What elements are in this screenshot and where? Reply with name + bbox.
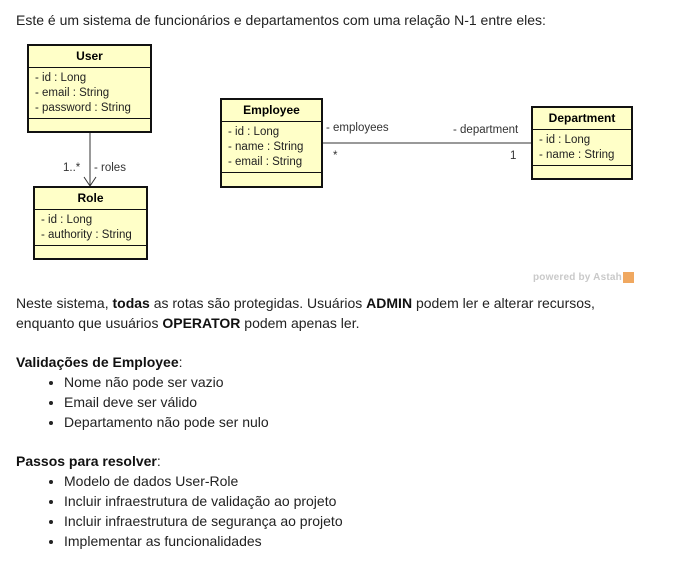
employees-role-label: - employees xyxy=(326,122,389,134)
paragraph-bold-operator: OPERATOR xyxy=(162,315,241,331)
steps-heading-text: Passos para resolver xyxy=(16,453,157,469)
intro-text: Este é um sistema de funcionários e depa… xyxy=(16,12,546,28)
validations-list: Nome não pode ser vazio Email deve ser v… xyxy=(16,372,656,432)
class-employee-attributes: - id : Long - name : String - email : St… xyxy=(222,122,321,173)
class-employee: Employee - id : Long - name : String - e… xyxy=(220,98,323,188)
validations-heading: Validações de Employee: xyxy=(16,352,656,372)
list-item: Implementar as funcionalidades xyxy=(64,531,656,551)
paragraph-text-4: podem apenas ler. xyxy=(240,315,360,331)
validations-heading-colon: : xyxy=(178,354,183,370)
class-role-operations xyxy=(35,246,146,254)
validations-heading-text: Validações de Employee xyxy=(16,354,179,370)
role-attr-authority: - authority : String xyxy=(41,229,132,241)
access-paragraph: Neste sistema, todas as rotas são proteg… xyxy=(16,293,656,333)
department-attr-name: - name : String xyxy=(539,149,615,161)
steps-heading-colon: : xyxy=(156,453,161,469)
steps-list: Modelo de dados User-Role Incluir infrae… xyxy=(16,471,656,551)
class-role: Role - id : Long - authority : String xyxy=(33,186,148,260)
user-attr-password: - password : String xyxy=(35,102,131,114)
class-department-operations xyxy=(533,166,631,174)
user-role-multiplicity: 1..* xyxy=(63,162,81,174)
class-user-operations xyxy=(29,119,150,127)
astah-watermark: powered by Astah xyxy=(533,272,634,283)
department-attr-id: - id : Long xyxy=(539,134,591,146)
class-employee-operations xyxy=(222,173,321,181)
list-item: Modelo de dados User-Role xyxy=(64,471,656,491)
class-user-name: User xyxy=(29,46,150,68)
paragraph-text-3: podem ler e alterar recursos, enquanto q… xyxy=(16,295,595,331)
uml-diagram: User - id : Long - email : String - pass… xyxy=(27,44,634,283)
employee-attr-id: - id : Long xyxy=(228,126,280,138)
role-attr-id: - id : Long xyxy=(41,214,93,226)
list-item: Incluir infraestrutura de segurança ao p… xyxy=(64,511,656,531)
class-employee-name: Employee xyxy=(222,100,321,122)
list-item: Nome não pode ser vazio xyxy=(64,372,656,392)
steps-heading: Passos para resolver: xyxy=(16,451,656,471)
employees-multiplicity: * xyxy=(333,150,338,162)
user-role-label: - roles xyxy=(94,162,126,174)
class-department: Department - id : Long - name : String xyxy=(531,106,633,180)
class-role-name: Role xyxy=(35,188,146,210)
class-user-attributes: - id : Long - email : String - password … xyxy=(29,68,150,119)
department-multiplicity: 1 xyxy=(510,150,517,162)
class-department-name: Department xyxy=(533,108,631,130)
class-department-attributes: - id : Long - name : String xyxy=(533,130,631,166)
employee-attr-name: - name : String xyxy=(228,141,304,153)
list-item: Departamento não pode ser nulo xyxy=(64,412,656,432)
department-role-label: - department xyxy=(453,124,519,136)
description: Neste sistema, todas as rotas são proteg… xyxy=(16,293,656,551)
class-role-attributes: - id : Long - authority : String xyxy=(35,210,146,246)
user-attr-id: - id : Long xyxy=(35,72,87,84)
list-item: Email deve ser válido xyxy=(64,392,656,412)
paragraph-bold-todas: todas xyxy=(112,295,150,311)
paragraph-bold-admin: ADMIN xyxy=(366,295,413,311)
list-item: Incluir infraestrutura de validação ao p… xyxy=(64,491,656,511)
watermark-text: powered by Astah xyxy=(533,272,622,284)
employee-attr-email: - email : String xyxy=(228,156,303,168)
class-user: User - id : Long - email : String - pass… xyxy=(27,44,152,133)
paragraph-text-2: as rotas são protegidas. Usuários xyxy=(149,295,367,311)
paragraph-text-1: Neste sistema, xyxy=(16,295,113,311)
astah-logo-icon xyxy=(622,272,634,283)
user-attr-email: - email : String xyxy=(35,87,110,99)
